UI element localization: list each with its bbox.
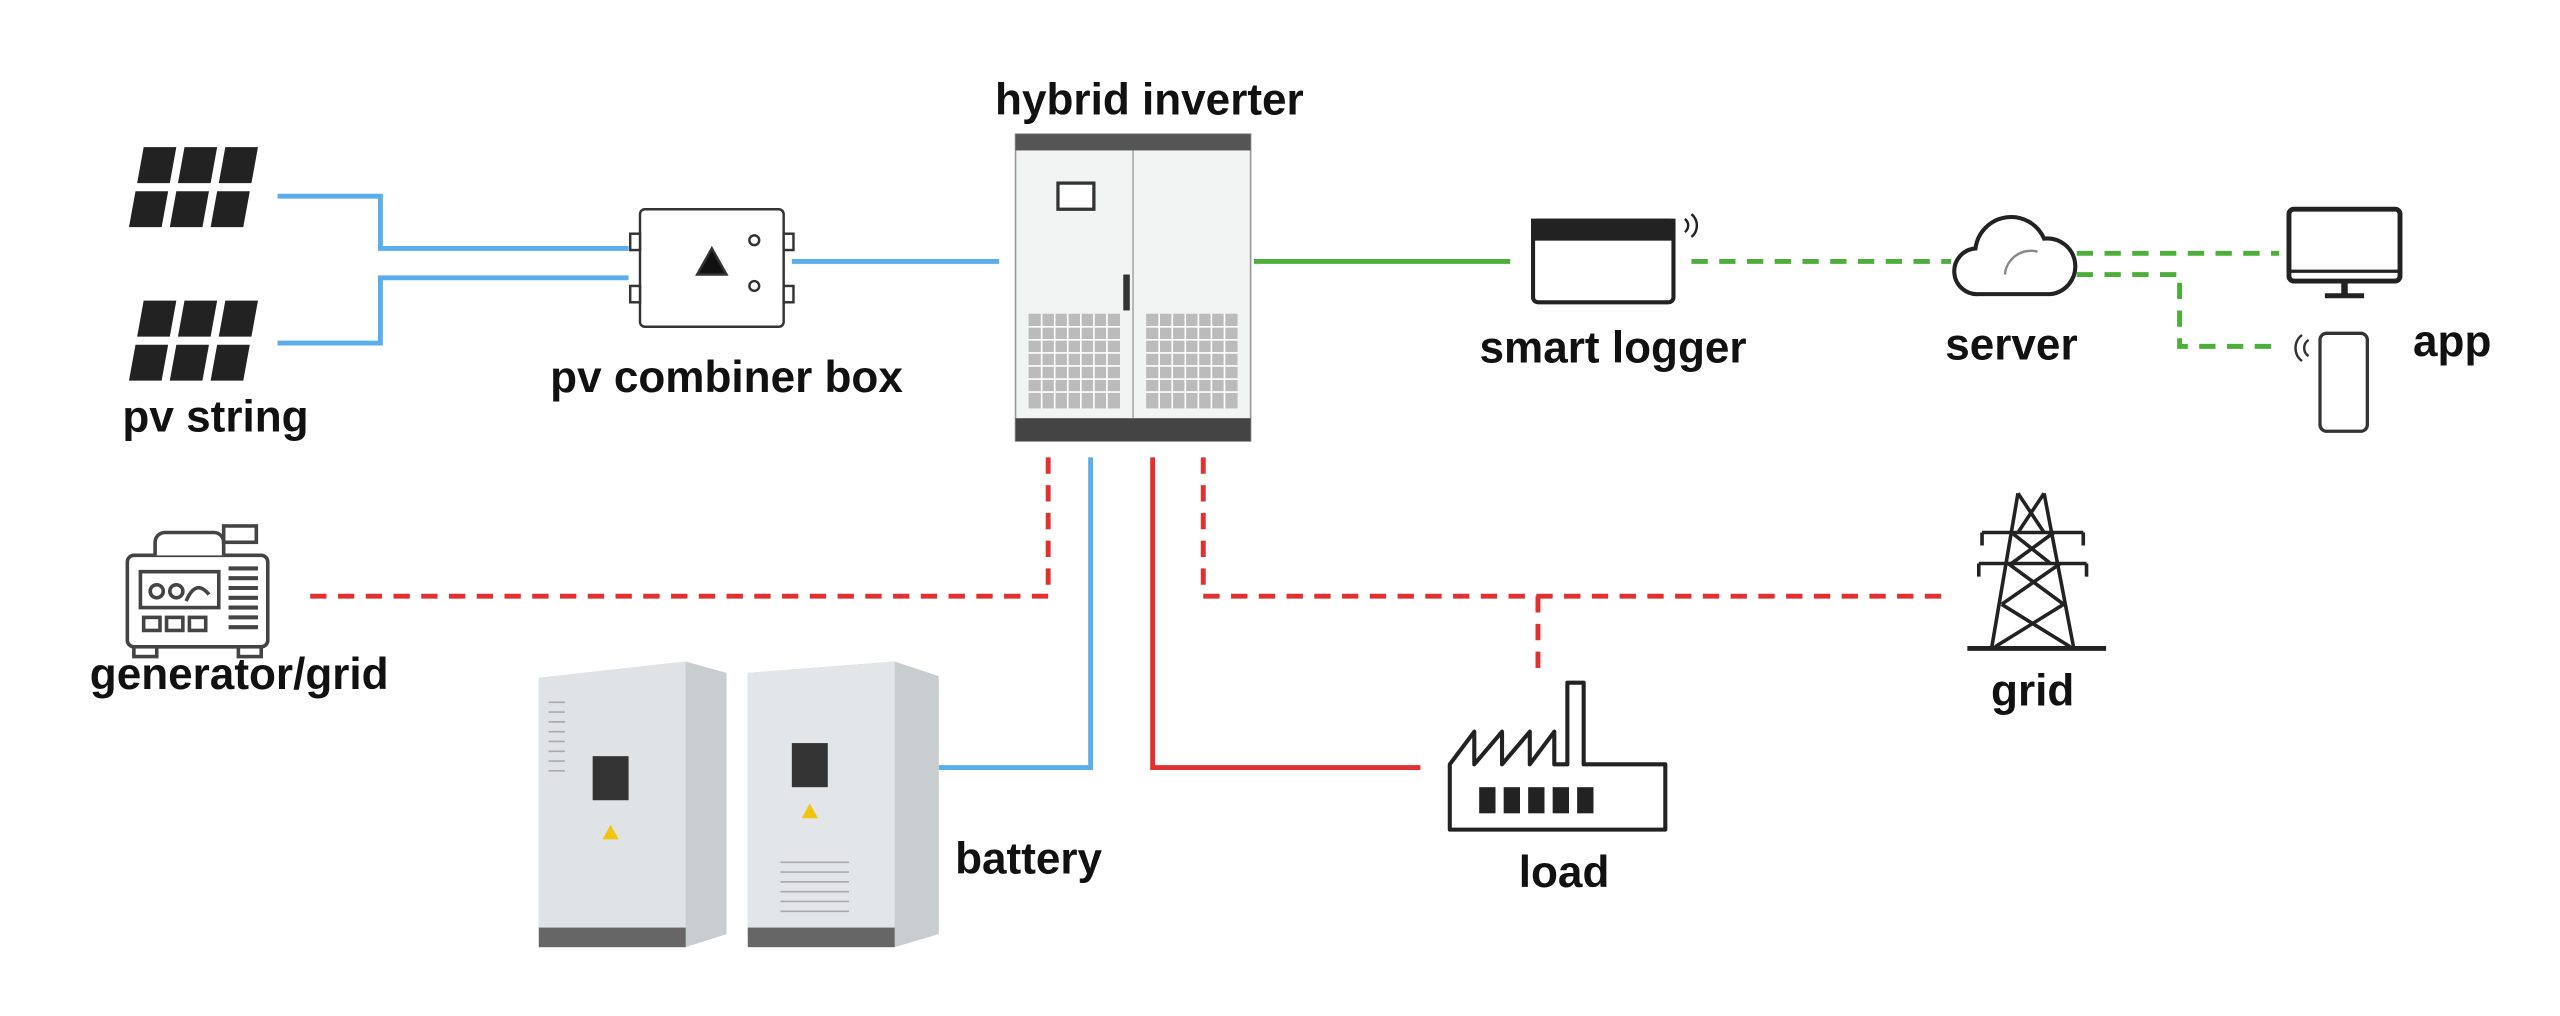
pv-string-label: pv string	[122, 392, 308, 441]
battery-label: battery	[955, 835, 1102, 884]
logger-icon	[1531, 213, 1699, 305]
combiner-box-icon	[628, 207, 795, 328]
factory-icon	[1447, 680, 1668, 832]
load-label: load	[1519, 848, 1610, 897]
smart-logger-label: smart logger	[1480, 324, 1747, 373]
grid-line	[1200, 457, 1943, 599]
grid-label: grid	[1991, 667, 2074, 716]
generator-grid-label: generator/grid	[90, 650, 389, 699]
pv-combiner-box-label: pv combiner box	[550, 353, 903, 402]
server-label: server	[1945, 320, 2077, 369]
app-label: app	[2413, 317, 2491, 366]
cloud-icon	[1952, 215, 2078, 297]
power-tower-icon	[1967, 492, 2107, 651]
generator-icon	[125, 524, 270, 659]
pv-line-1	[277, 193, 629, 251]
phone-icon	[2294, 331, 2369, 433]
server-phone-line	[2076, 272, 2283, 349]
pv-line-2	[277, 275, 629, 346]
hybrid-inverter-label: hybrid inverter	[995, 76, 1304, 125]
solar-panel-icon	[128, 300, 258, 381]
monitor-icon	[2286, 206, 2403, 299]
solar-panel-icon	[128, 147, 258, 228]
generator-line	[310, 457, 1051, 599]
inverter-cabinet	[1014, 133, 1252, 442]
battery-cabinet	[538, 661, 727, 948]
battery-cabinet	[747, 661, 939, 948]
load-line	[1150, 457, 1421, 771]
battery-line	[938, 457, 1094, 771]
